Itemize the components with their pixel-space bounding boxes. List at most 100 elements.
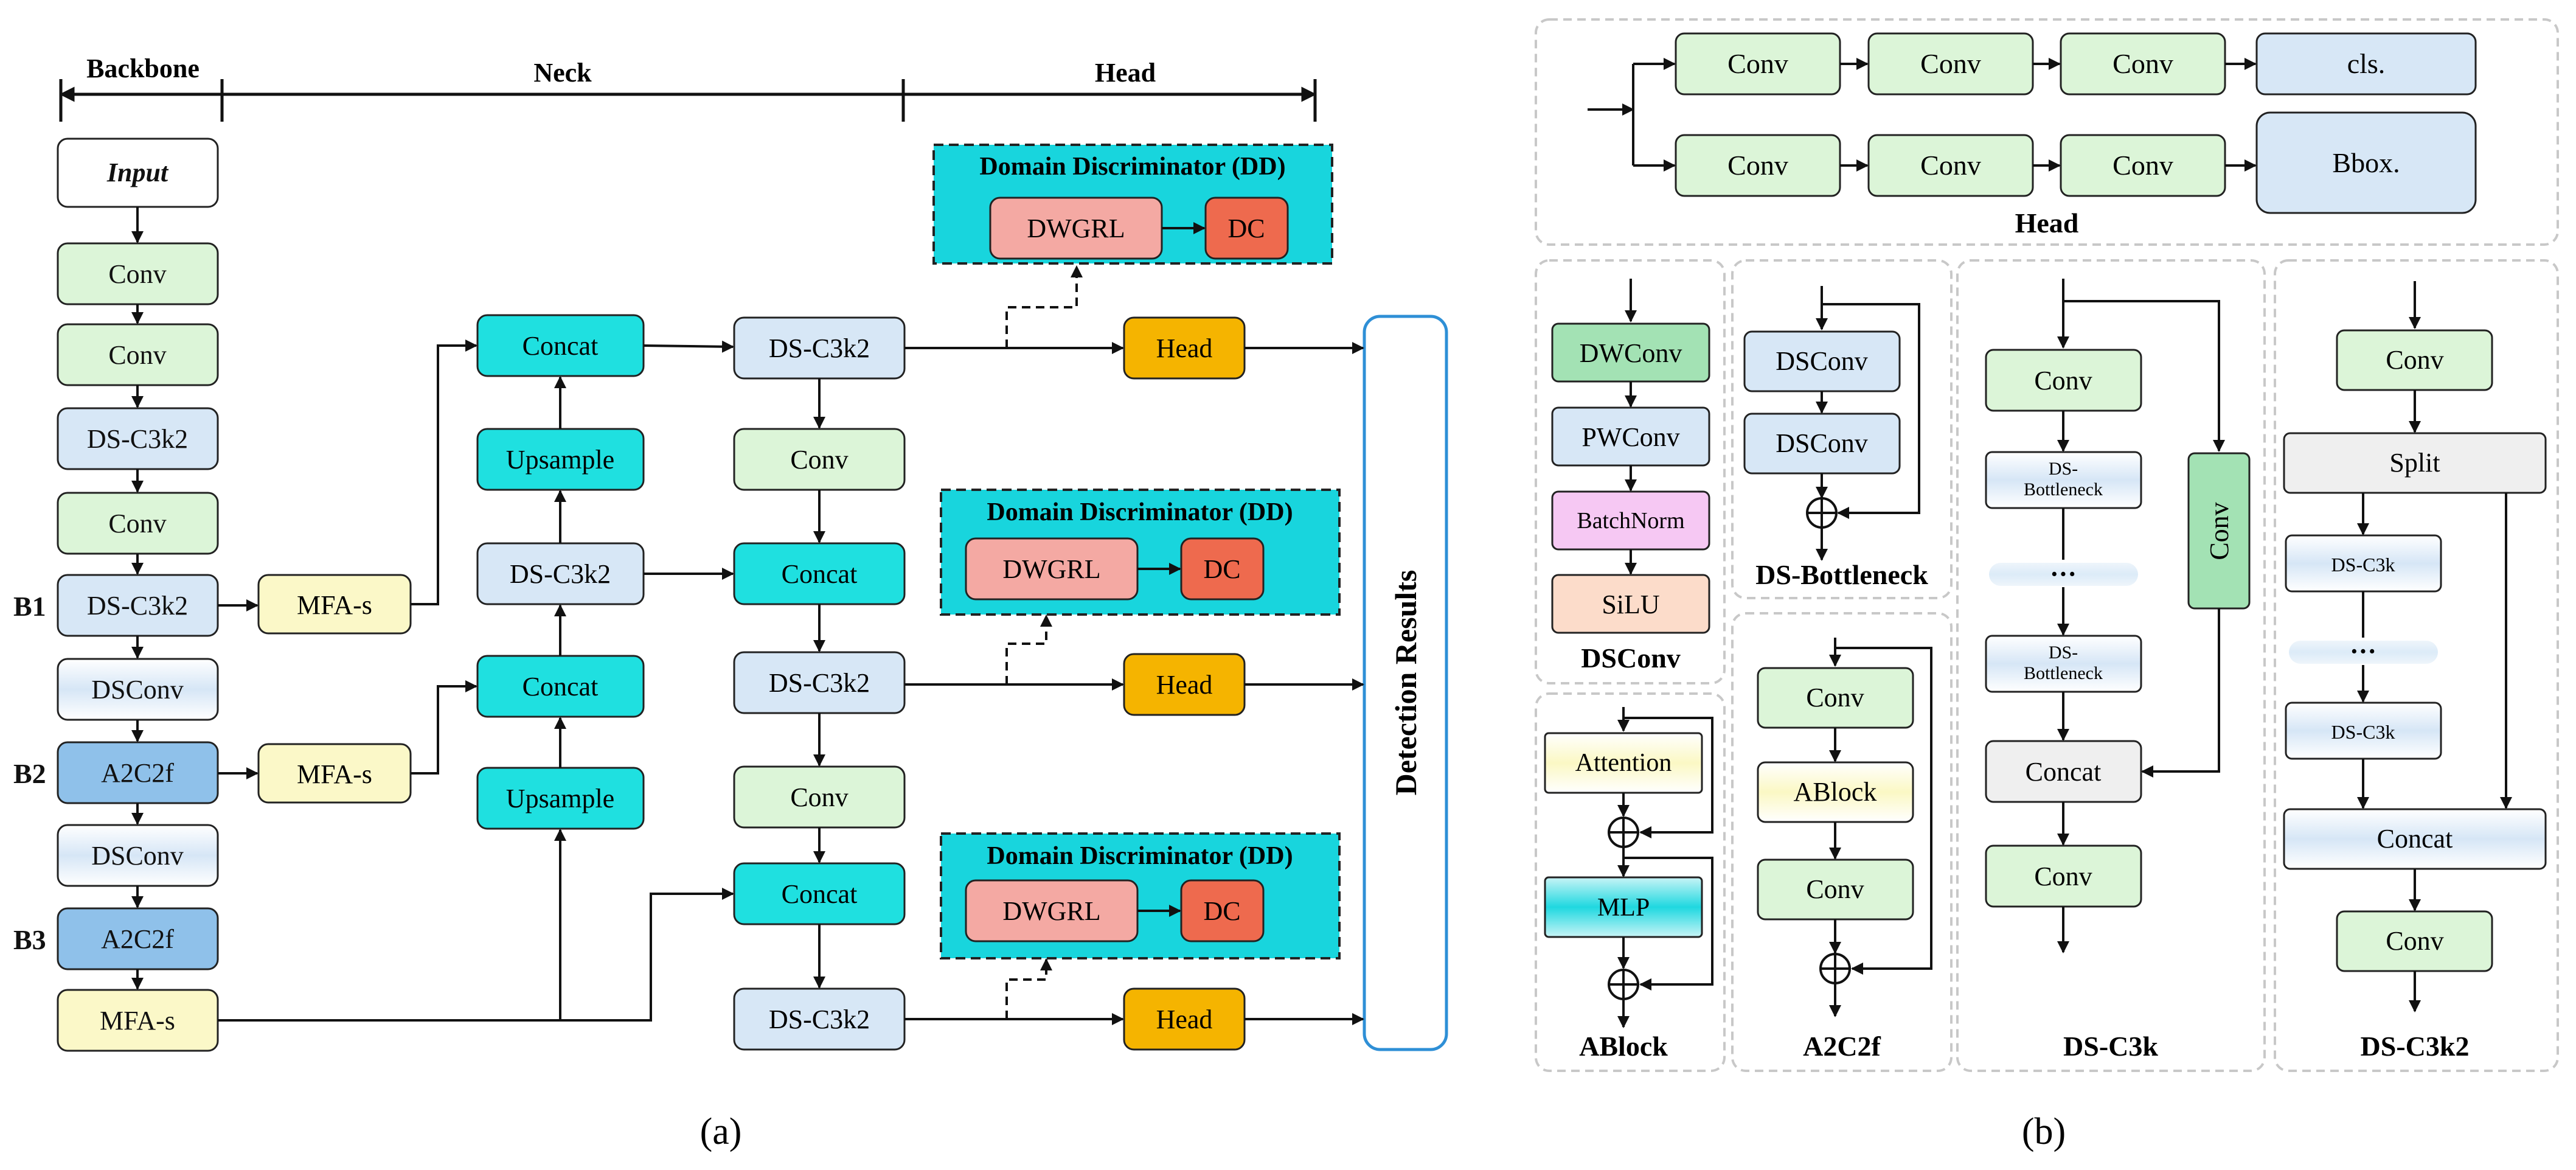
b-c3k-side-conv: Conv bbox=[2204, 502, 2234, 560]
b-pwconv: PWConv bbox=[1581, 422, 1679, 452]
backbone-conv-1-label: Conv bbox=[108, 259, 166, 289]
b-head-row2-conv-3: Conv bbox=[2113, 150, 2173, 181]
b-c3k-concat: Concat bbox=[2026, 757, 2102, 787]
dd-1-dwgrl: DWGRL bbox=[1027, 214, 1125, 243]
section-brackets bbox=[59, 79, 1317, 122]
b-c3k2-conv-2: Conv bbox=[2386, 926, 2443, 956]
neck-concat-2-label: Concat bbox=[522, 672, 599, 702]
section-head-label: Head bbox=[1095, 58, 1156, 88]
b-mlp: MLP bbox=[1597, 894, 1650, 922]
b-c3k-conv-1: Conv bbox=[2034, 366, 2092, 395]
neck-concat-bot-label: Concat bbox=[782, 879, 858, 909]
caption-a: (a) bbox=[700, 1111, 742, 1152]
b-c3k2-conv-1: Conv bbox=[2386, 345, 2443, 375]
neck-upsample-1-label: Upsample bbox=[506, 445, 614, 475]
mfa-s-1-label: MFA-s bbox=[297, 590, 372, 620]
b-c3k-ellipsis: ··· bbox=[2050, 559, 2077, 589]
dd-2-dwgrl: DWGRL bbox=[1002, 554, 1100, 584]
input-label: Input bbox=[106, 158, 169, 187]
neck-concat-mid-label: Concat bbox=[782, 559, 858, 589]
b-ds-bottleneck-block: DSConv DSConv DS-Bottleneck bbox=[1731, 259, 1953, 599]
stage-label-b3: B3 bbox=[13, 924, 46, 955]
domain-discriminator-2: Domain Discriminator (DD) DWGRL DC bbox=[940, 489, 1341, 616]
section-backbone-label: Backbone bbox=[86, 54, 200, 83]
b-c3k2-c3k-2: DS-C3k bbox=[2331, 721, 2395, 743]
head-box-3-label: Head bbox=[1156, 1005, 1213, 1034]
b-dsconv-title: DSConv bbox=[1581, 642, 1681, 674]
b-ds-bottleneck-title: DS-Bottleneck bbox=[1755, 559, 1928, 590]
neck-ds-c3k2-mid-label: DS-C3k2 bbox=[769, 668, 870, 698]
b-a2c2f-ablock: ABlock bbox=[1794, 777, 1877, 807]
backbone-conv-3-label: Conv bbox=[108, 509, 166, 538]
b-c3k2-ellipsis: ··· bbox=[2350, 636, 2376, 666]
b-head-row1-conv-1: Conv bbox=[1727, 48, 1788, 79]
neck-conv-mid-2-label: Conv bbox=[790, 782, 848, 812]
neck-concat-1-label: Concat bbox=[522, 331, 599, 361]
b-c3k2-c3k-1: DS-C3k bbox=[2331, 554, 2395, 576]
domain-discriminator-3: Domain Discriminator (DD) DWGRL DC bbox=[940, 832, 1341, 959]
neck-ds-c3k2-bot-label: DS-C3k2 bbox=[769, 1005, 870, 1034]
detection-results-box bbox=[1363, 315, 1448, 1051]
mfa-s-2-label: MFA-s bbox=[297, 759, 372, 789]
b-ds-c3k2-block: Conv Split DS-C3k ··· DS-C3k Concat Conv… bbox=[2274, 259, 2559, 1072]
stage-label-b2: B2 bbox=[13, 758, 46, 789]
dd-2-dc: DC bbox=[1203, 554, 1240, 584]
b-ablock-block: Attention MLP ABlock bbox=[1535, 692, 1726, 1072]
b-head-block: Conv Conv Conv cls. Conv Conv Conv Bbox.… bbox=[1535, 18, 2559, 246]
head-box-1-label: Head bbox=[1156, 333, 1213, 363]
b-c3k-conv-2: Conv bbox=[2034, 862, 2092, 891]
b-head-row1-conv-2: Conv bbox=[1920, 48, 1981, 79]
b-c3k2-concat: Concat bbox=[2377, 824, 2453, 854]
b-ds-c3k-block: Conv DS-Bottleneck ··· DS-Bottleneck Con… bbox=[1956, 259, 2266, 1072]
neck-conv-mid-1-label: Conv bbox=[790, 445, 848, 475]
backbone-ds-c3k2-2-label: DS-C3k2 bbox=[87, 591, 188, 621]
detection-results-label: Detection Results bbox=[1389, 570, 1423, 796]
backbone-a2c2f-2-label: A2C2f bbox=[101, 924, 174, 954]
neck-ds-c3k2-label: DS-C3k2 bbox=[510, 559, 611, 589]
b-batchnorm: BatchNorm bbox=[1577, 508, 1684, 534]
b-head-row2-conv-2: Conv bbox=[1920, 150, 1981, 181]
b-dsconv-block: DWConv PWConv BatchNorm SiLU DSConv bbox=[1535, 259, 1726, 684]
dd-3-dc: DC bbox=[1203, 896, 1240, 926]
panel-a-connections bbox=[218, 340, 1364, 1025]
b-ds-c3k-title: DS-C3k bbox=[2063, 1031, 2158, 1062]
neck-ds-c3k2-top-label: DS-C3k2 bbox=[769, 333, 870, 363]
backbone-dsconv-1-label: DSConv bbox=[91, 675, 184, 705]
b-head-title: Head bbox=[2015, 207, 2079, 239]
b-head-bbox: Bbox. bbox=[2332, 147, 2400, 178]
head-box-2-label: Head bbox=[1156, 670, 1213, 700]
b-a2c2f-conv-1: Conv bbox=[1806, 683, 1864, 712]
b-dwconv: DWConv bbox=[1580, 338, 1682, 368]
backbone-a2c2f-1-label: A2C2f bbox=[101, 758, 174, 788]
caption-b: (b) bbox=[2022, 1111, 2066, 1152]
b-c3k-bottleneck-1: DS-Bottleneck bbox=[2024, 459, 2103, 500]
b-bottleneck-dsconv-1: DSConv bbox=[1776, 346, 1868, 376]
b-ds-c3k2-title: DS-C3k2 bbox=[2361, 1031, 2470, 1062]
b-head-cls: cls. bbox=[2347, 48, 2386, 79]
dd-3-dwgrl: DWGRL bbox=[1002, 896, 1100, 926]
b-attention: Attention bbox=[1575, 749, 1672, 777]
dd-dashed-connections bbox=[1005, 265, 1083, 1019]
backbone-dsconv-2-label: DSConv bbox=[91, 841, 184, 871]
domain-discriminator-1: Domain Discriminator (DD) DWGRL DC bbox=[932, 144, 1333, 265]
b-head-row1-conv-3: Conv bbox=[2113, 48, 2173, 79]
dd-2-title: Domain Discriminator (DD) bbox=[987, 498, 1293, 526]
b-ablock-title: ABlock bbox=[1579, 1031, 1668, 1062]
b-silu: SiLU bbox=[1602, 590, 1659, 619]
b-c3k2-split: Split bbox=[2389, 448, 2440, 478]
b-a2c2f-title: A2C2f bbox=[1803, 1031, 1881, 1062]
dd-1-title: Domain Discriminator (DD) bbox=[979, 153, 1285, 181]
dd-1-dc: DC bbox=[1227, 214, 1265, 243]
b-c3k-bottleneck-2: DS-Bottleneck bbox=[2024, 642, 2103, 683]
backbone-ds-c3k2-1-label: DS-C3k2 bbox=[87, 424, 188, 454]
dd-3-title: Domain Discriminator (DD) bbox=[987, 842, 1293, 870]
b-head-row2-conv-1: Conv bbox=[1727, 150, 1788, 181]
b-a2c2f-conv-2: Conv bbox=[1806, 874, 1864, 904]
mfa-s-3-label: MFA-s bbox=[100, 1006, 175, 1036]
neck-upsample-2-label: Upsample bbox=[506, 784, 614, 813]
b-a2c2f-block: Conv ABlock Conv A2C2f bbox=[1731, 612, 1953, 1072]
b-bottleneck-dsconv-2: DSConv bbox=[1776, 428, 1868, 458]
section-neck-label: Neck bbox=[533, 58, 592, 88]
